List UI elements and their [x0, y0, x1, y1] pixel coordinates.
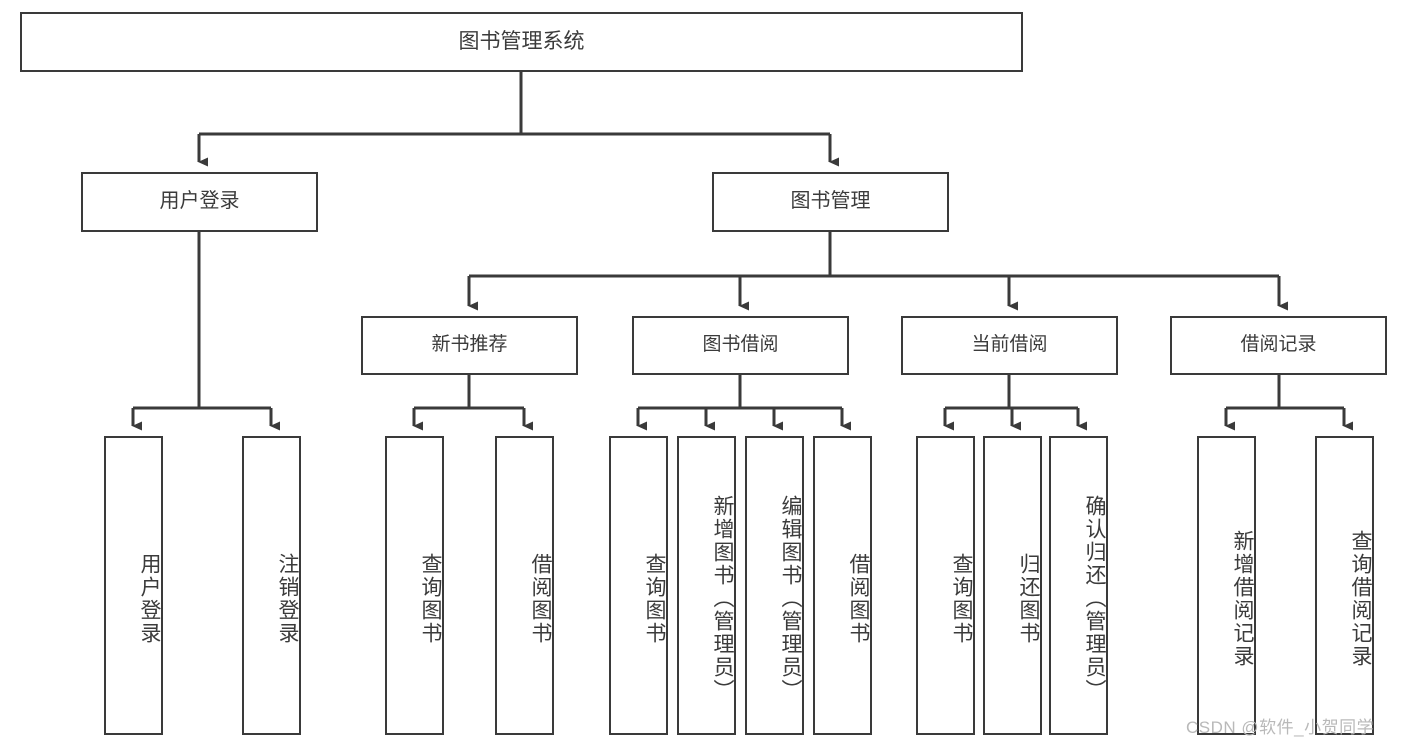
node-book-borrow[interactable]: 图书借阅: [632, 316, 849, 375]
leaf-borrow-edit-book-admin-label: 编辑图书（管理员）: [779, 495, 802, 702]
leaf-user-logout-label: 注销登录: [276, 552, 299, 645]
node-user-login-label: 用户登录: [159, 190, 240, 213]
leaf-record-add-borrow-record-label: 新增借阅记录: [1231, 529, 1254, 668]
leaf-current-confirm-return-admin-label: 确认归还（管理员）: [1083, 495, 1106, 702]
leaf-current-query-book[interactable]: 查询图书: [916, 436, 975, 735]
leaf-record-query-borrow-record[interactable]: 查询借阅记录: [1315, 436, 1374, 735]
leaf-borrow-add-book-admin[interactable]: 新增图书（管理员）: [677, 436, 736, 735]
node-book-management-label: 图书管理: [790, 190, 871, 213]
node-user-login[interactable]: 用户登录: [81, 172, 318, 232]
node-root[interactable]: 图书管理系统: [20, 12, 1023, 72]
leaf-borrow-query-book[interactable]: 查询图书: [609, 436, 668, 735]
leaf-record-query-borrow-record-label: 查询借阅记录: [1349, 529, 1372, 668]
leaf-user-login-label: 用户登录: [138, 552, 161, 645]
leaf-borrow-query-book-label: 查询图书: [643, 552, 666, 645]
leaf-current-query-book-label: 查询图书: [950, 552, 973, 645]
leaf-borrow-edit-book-admin[interactable]: 编辑图书（管理员）: [745, 436, 804, 735]
leaf-recommend-borrow-book-label: 借阅图书: [529, 552, 552, 645]
leaf-current-return-book[interactable]: 归还图书: [983, 436, 1042, 735]
csdn-watermark: CSDN @软件_小贺同学: [1186, 718, 1375, 737]
leaf-current-return-book-label: 归还图书: [1017, 552, 1040, 645]
node-new-book-recommend[interactable]: 新书推荐: [361, 316, 578, 375]
leaf-record-add-borrow-record[interactable]: 新增借阅记录: [1197, 436, 1256, 735]
leaf-recommend-query-book[interactable]: 查询图书: [385, 436, 444, 735]
node-book-management[interactable]: 图书管理: [712, 172, 949, 232]
leaf-recommend-borrow-book[interactable]: 借阅图书: [495, 436, 554, 735]
leaf-borrow-add-book-admin-label: 新增图书（管理员）: [711, 495, 734, 702]
node-borrow-record[interactable]: 借阅记录: [1170, 316, 1387, 375]
node-current-borrow-label: 当前借阅: [971, 334, 1048, 356]
leaf-borrow-borrow-book-label: 借阅图书: [847, 552, 870, 645]
node-current-borrow[interactable]: 当前借阅: [901, 316, 1118, 375]
node-book-borrow-label: 图书借阅: [702, 334, 779, 356]
leaf-current-confirm-return-admin[interactable]: 确认归还（管理员）: [1049, 436, 1108, 735]
leaf-user-logout[interactable]: 注销登录: [242, 436, 301, 735]
leaf-user-login[interactable]: 用户登录: [104, 436, 163, 735]
node-new-book-recommend-label: 新书推荐: [431, 334, 508, 356]
node-root-label: 图书管理系统: [458, 29, 585, 53]
leaf-recommend-query-book-label: 查询图书: [419, 552, 442, 645]
leaf-borrow-borrow-book[interactable]: 借阅图书: [813, 436, 872, 735]
node-borrow-record-label: 借阅记录: [1240, 334, 1317, 356]
